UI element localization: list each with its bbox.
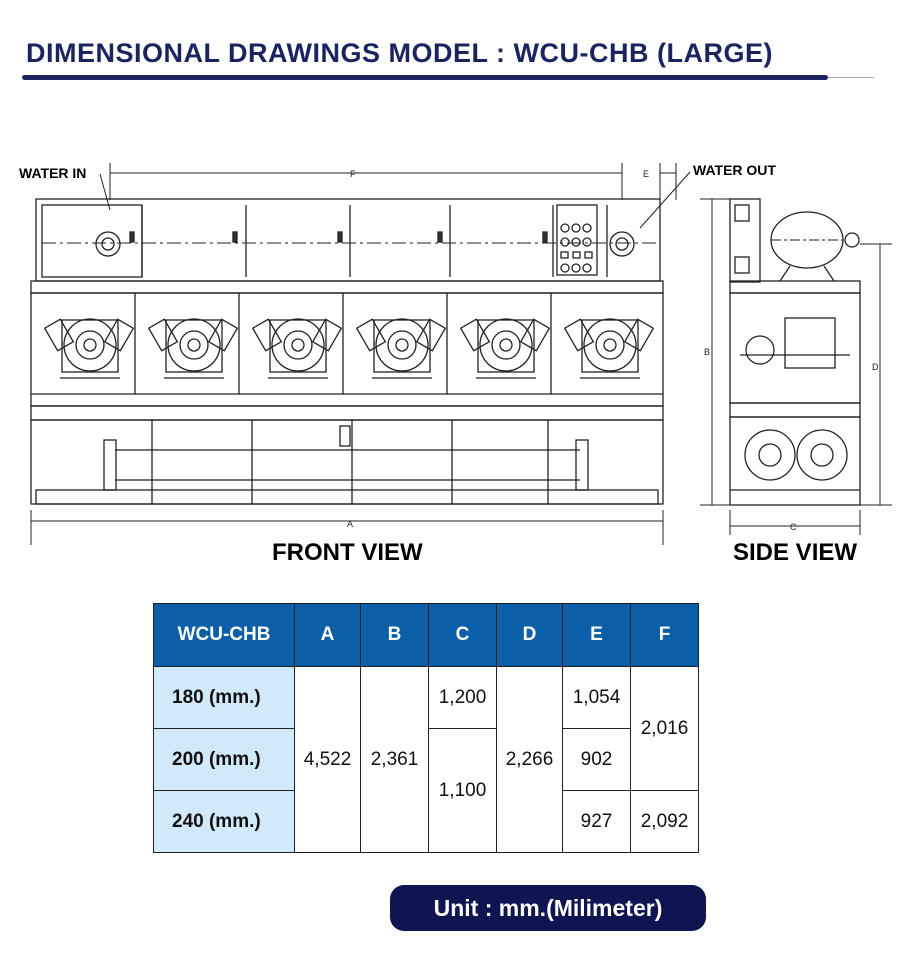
dim-f-label: F [350, 169, 356, 179]
title-underline [22, 75, 828, 80]
dimensional-drawing: A F E C B D [30, 163, 892, 545]
table-row: 180 (mm.) 4,522 2,361 1,200 2,266 1,054 … [153, 666, 699, 853]
cell-f-240: 2,092 [630, 790, 699, 853]
cell-c-200-240: 1,100 [428, 728, 497, 853]
page-title: DIMENSIONAL DRAWINGS MODEL : WCU-CHB (LA… [26, 38, 773, 68]
header-model: WCU-CHB [153, 603, 295, 667]
unit-badge: Unit : mm.(Milimeter) [390, 885, 706, 931]
cell-d: 2,266 [496, 666, 563, 853]
dim-c-label: C [790, 522, 797, 532]
cell-e-200: 902 [562, 728, 631, 791]
table-row: 240 (mm.) 927 2,092 [153, 790, 699, 853]
dimension-table: WCU-CHB A B C D E F 180 (mm.) 4,522 2,36… [153, 603, 699, 853]
header-c: C [428, 603, 497, 667]
header-a: A [294, 603, 361, 667]
dim-a-label: A [347, 519, 353, 529]
model-200: 200 (mm.) [153, 728, 295, 791]
model-180: 180 (mm.) [153, 666, 295, 729]
cell-a: 4,522 [294, 666, 361, 853]
side-view-label: SIDE VIEW [733, 539, 858, 566]
water-in-label: WATER IN [19, 165, 87, 181]
table-header-row: WCU-CHB A B C D E F [153, 603, 699, 667]
front-view-label: FRONT VIEW [272, 539, 423, 566]
cell-b: 2,361 [360, 666, 429, 853]
model-240: 240 (mm.) [153, 790, 295, 853]
dim-d-label: D [872, 362, 879, 372]
table-row: 200 (mm.) 1,100 902 [153, 728, 699, 853]
header-e: E [562, 603, 631, 667]
cell-f-180-200: 2,016 [630, 666, 699, 791]
title-underline-extension [828, 77, 874, 78]
water-out-label: WATER OUT [693, 162, 776, 178]
cell-e-240: 927 [562, 790, 631, 853]
dim-b-label: B [704, 347, 710, 357]
cell-e-180: 1,054 [562, 666, 631, 729]
header-d: D [496, 603, 563, 667]
header-f: F [630, 603, 699, 667]
header-b: B [360, 603, 429, 667]
cell-c-180: 1,200 [428, 666, 497, 729]
dim-e-label: E [643, 169, 649, 179]
